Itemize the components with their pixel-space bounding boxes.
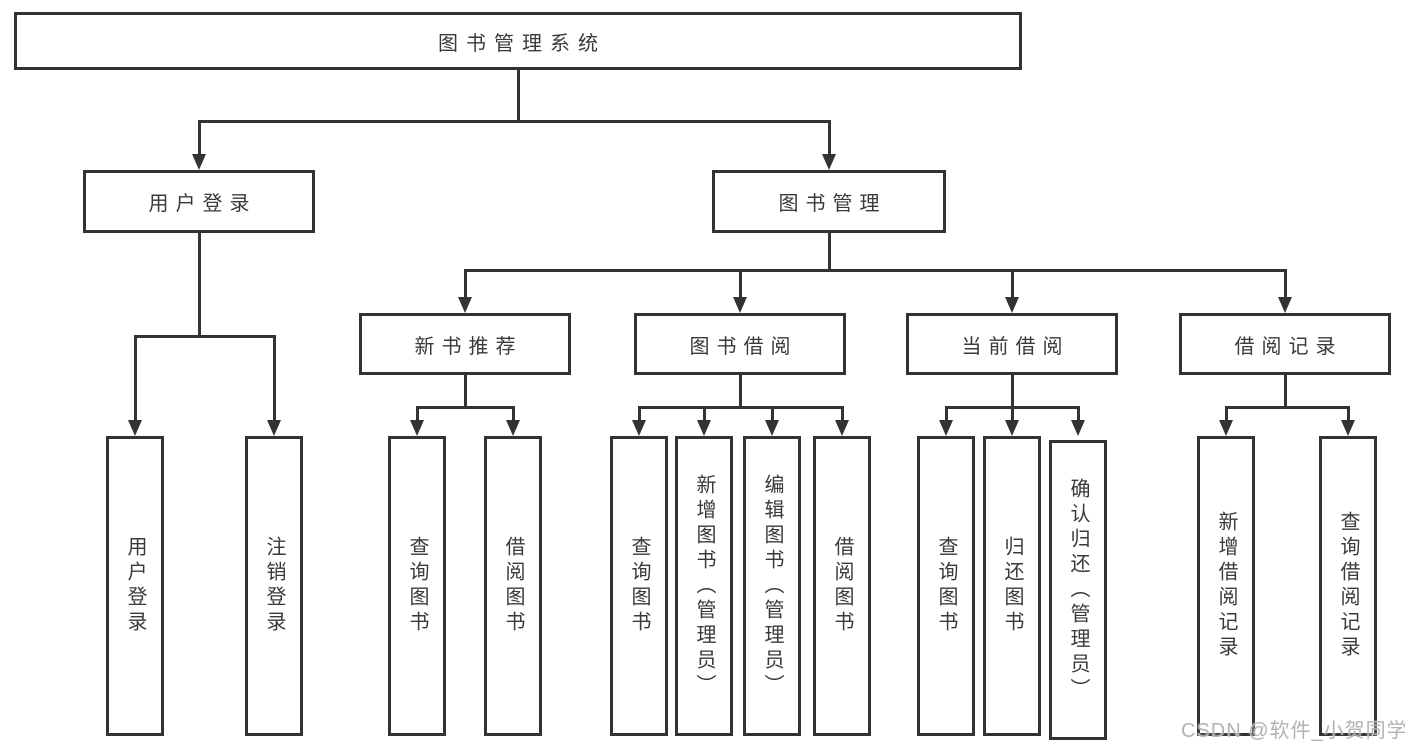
arrowhead-icon xyxy=(267,420,281,436)
leaf-current-return-books: 归还图书 xyxy=(983,436,1041,736)
csdn-watermark: CSDN @软件_小贺同学 xyxy=(1181,720,1405,742)
leaf-current-query-books-label: 查询图书 xyxy=(935,536,957,636)
leaf-borrowing-add-books-admin-label: 新增图书（管理员） xyxy=(693,473,715,699)
leaf-recommend-query-books: 查询图书 xyxy=(388,436,446,736)
leaf-borrowing-edit-books-admin-label: 编辑图书（管理员） xyxy=(761,473,783,699)
leaf-user-login: 用户登录 xyxy=(106,436,164,736)
arrowhead-icon xyxy=(939,420,953,436)
leaf-borrowing-query-books-label: 查询图书 xyxy=(628,536,650,636)
arrowhead-icon xyxy=(128,420,142,436)
connector-line xyxy=(517,70,520,122)
connector-line xyxy=(1225,406,1350,409)
connector-line xyxy=(464,270,467,299)
leaf-recommend-borrow-books-label: 借阅图书 xyxy=(502,536,524,636)
leaf-recommend-query-books-label: 查询图书 xyxy=(406,536,428,636)
leaf-logout-label: 注销登录 xyxy=(263,536,285,636)
leaf-current-confirm-return-admin-label: 确认归还（管理员） xyxy=(1067,477,1089,703)
connector-line xyxy=(1347,407,1350,422)
arrowhead-icon xyxy=(733,297,747,313)
arrowhead-icon xyxy=(1071,420,1085,436)
connector-line xyxy=(1225,407,1228,422)
arrowhead-icon xyxy=(1341,420,1355,436)
connector-line xyxy=(771,407,774,422)
arrowhead-icon xyxy=(632,420,646,436)
connector-line xyxy=(416,407,419,422)
leaf-borrowing-borrow-books-label: 借阅图书 xyxy=(831,536,853,636)
leaf-borrowing-borrow-books: 借阅图书 xyxy=(813,436,871,736)
connector-line xyxy=(739,270,742,299)
arrowhead-icon xyxy=(410,420,424,436)
arrowhead-icon xyxy=(458,297,472,313)
connector-line xyxy=(134,335,276,338)
connector-line xyxy=(638,407,641,422)
arrowhead-icon xyxy=(1219,420,1233,436)
connector-line xyxy=(464,269,1287,272)
leaf-logout: 注销登录 xyxy=(245,436,303,736)
leaf-records-query-record: 查询借阅记录 xyxy=(1319,436,1377,736)
connector-line xyxy=(945,407,948,422)
connector-line xyxy=(1077,407,1080,422)
leaf-records-query-record-label: 查询借阅记录 xyxy=(1337,511,1359,661)
connector-line xyxy=(512,407,515,422)
arrowhead-icon xyxy=(1005,297,1019,313)
connector-line xyxy=(416,406,515,409)
connector-line xyxy=(464,375,467,408)
leaf-borrowing-edit-books-admin: 编辑图书（管理员） xyxy=(743,436,801,736)
leaf-recommend-borrow-books: 借阅图书 xyxy=(484,436,542,736)
connector-line xyxy=(1284,375,1287,408)
node-current-borrowing: 当前借阅 xyxy=(906,313,1118,375)
node-user-login: 用户登录 xyxy=(83,170,315,233)
connector-line xyxy=(1011,270,1014,299)
arrowhead-icon xyxy=(835,420,849,436)
node-library-management-system: 图书管理系统 xyxy=(14,12,1022,70)
arrowhead-icon xyxy=(192,154,206,170)
connector-line xyxy=(1284,270,1287,299)
leaf-records-add-record-label: 新增借阅记录 xyxy=(1215,511,1237,661)
connector-line xyxy=(638,406,844,409)
leaf-borrowing-query-books: 查询图书 xyxy=(610,436,668,736)
node-new-book-recommend: 新书推荐 xyxy=(359,313,571,375)
connector-line xyxy=(739,375,742,408)
leaf-borrowing-add-books-admin: 新增图书（管理员） xyxy=(675,436,733,736)
arrowhead-icon xyxy=(822,154,836,170)
arrowhead-icon xyxy=(1278,297,1292,313)
leaf-current-confirm-return-admin: 确认归还（管理员） xyxy=(1049,440,1107,740)
connector-line xyxy=(198,233,201,337)
node-book-management: 图书管理 xyxy=(712,170,946,233)
connector-line xyxy=(273,336,276,422)
leaf-current-return-books-label: 归还图书 xyxy=(1001,536,1023,636)
connector-line xyxy=(828,121,831,157)
arrowhead-icon xyxy=(1005,420,1019,436)
arrowhead-icon xyxy=(765,420,779,436)
connector-line xyxy=(841,407,844,422)
connector-line xyxy=(198,121,201,157)
arrowhead-icon xyxy=(697,420,711,436)
node-borrowing-records: 借阅记录 xyxy=(1179,313,1391,375)
connector-line xyxy=(828,233,831,271)
connector-line xyxy=(134,336,137,422)
leaf-current-query-books: 查询图书 xyxy=(917,436,975,736)
node-book-borrowing: 图书借阅 xyxy=(634,313,846,375)
arrowhead-icon xyxy=(506,420,520,436)
connector-line xyxy=(1011,375,1014,408)
leaf-records-add-record: 新增借阅记录 xyxy=(1197,436,1255,736)
connector-line xyxy=(198,120,831,123)
leaf-user-login-label: 用户登录 xyxy=(124,536,146,636)
connector-line xyxy=(1011,407,1014,422)
connector-line xyxy=(703,407,706,422)
